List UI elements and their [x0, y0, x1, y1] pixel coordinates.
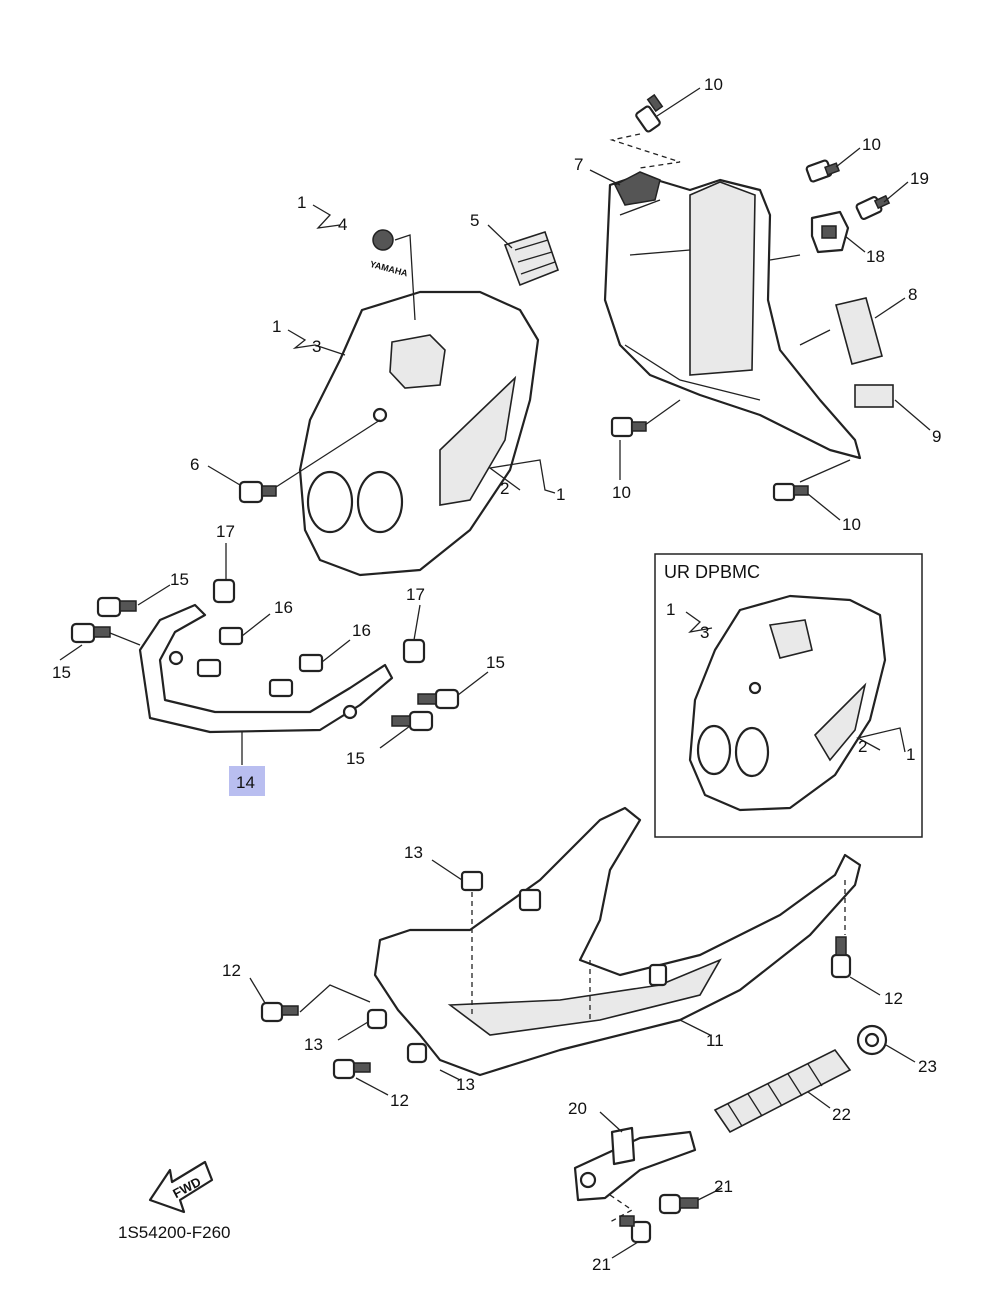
callout-13: 13: [404, 843, 423, 862]
callout-16: 16: [352, 621, 371, 640]
callout-14-highlight: [229, 766, 265, 796]
callout-10: 10: [842, 515, 861, 534]
callout-17: 17: [216, 522, 235, 541]
callout-2: 2: [500, 479, 509, 498]
screw-12-left: [260, 1001, 299, 1023]
callout-23: 23: [918, 1057, 937, 1076]
inset-callout-1: 1: [666, 600, 675, 619]
callout-3: 3: [312, 337, 321, 356]
inset-front-cover-part: [688, 594, 887, 812]
callout-15: 15: [52, 663, 71, 682]
callout-1: 1: [556, 485, 565, 504]
clip-18: [810, 210, 850, 254]
stand-bracket-20: [573, 1126, 697, 1202]
callout-12: 12: [884, 989, 903, 1008]
bolt-15-c: [417, 688, 460, 710]
screw-10-left: [610, 416, 647, 438]
callout-16: 16: [274, 598, 293, 617]
inset-frame: [654, 553, 923, 838]
callout-20: 20: [568, 1099, 587, 1118]
bolt-15-b: [70, 622, 111, 644]
screw-6: [238, 480, 277, 504]
callout-13: 13: [304, 1035, 323, 1054]
rear-leg-shield-part: [603, 171, 862, 460]
bolt-15-d: [391, 710, 434, 732]
callout-1: 1: [272, 317, 281, 336]
front-cover-part: [298, 290, 540, 577]
inset-title: UR DPBMC: [664, 562, 760, 582]
nut-13-low: [406, 1042, 428, 1064]
callout-15: 15: [170, 570, 189, 589]
callout-21: 21: [714, 1177, 733, 1196]
callout-19: 19: [910, 169, 929, 188]
callout-7: 7: [574, 155, 583, 174]
grab-bar-part: [138, 603, 394, 734]
screw-10-top: [635, 93, 664, 133]
inset-callout-1: 1: [906, 745, 915, 764]
callout-10: 10: [862, 135, 881, 154]
spring-22: [713, 1048, 852, 1134]
screw-12-right: [830, 936, 852, 979]
callout-21: 21: [592, 1255, 611, 1274]
bolt-15-a: [96, 596, 137, 618]
callout-8: 8: [908, 285, 917, 304]
callout-11: 11: [706, 1031, 724, 1050]
collar-17-b: [402, 638, 426, 664]
grille-5: [503, 230, 560, 287]
screw-10-bottom: [772, 482, 809, 502]
leader-lines: [59, 87, 931, 1259]
diagram-code: 1S54200-F260: [118, 1223, 230, 1242]
emblem-text: YAMAHA: [369, 259, 409, 279]
screw-10-right: [805, 159, 840, 183]
bolt-21-low: [619, 1215, 652, 1244]
collar-16-b: [268, 653, 324, 698]
callout-12: 12: [222, 961, 241, 980]
callout-10: 10: [704, 75, 723, 94]
collar-16-a: [196, 626, 244, 678]
callout-15: 15: [486, 653, 505, 672]
callout-5: 5: [470, 211, 479, 230]
callout-22: 22: [832, 1105, 851, 1124]
callout-1: 1: [297, 193, 306, 212]
callout-9: 9: [932, 427, 941, 446]
callout-6: 6: [190, 455, 199, 474]
fwd-arrow-icon: [148, 1160, 214, 1214]
clamp-23: [856, 1024, 888, 1056]
collar-17-a: [212, 578, 236, 604]
callout-14: 14: [236, 773, 255, 792]
callout-13: 13: [456, 1075, 475, 1094]
callout-17: 17: [406, 585, 425, 604]
pad-8: [835, 297, 883, 365]
screw-19: [855, 194, 891, 221]
pad-9: [854, 384, 894, 408]
callout-10: 10: [612, 483, 631, 502]
callout-labels: 10 10 19 18 8 9 7 10 10 1 4 5 1 3 6 2 1 …: [52, 75, 941, 1274]
screw-12-low: [332, 1058, 371, 1080]
callout-18: 18: [866, 247, 885, 266]
callout-15: 15: [346, 749, 365, 768]
inset-callout-3: 3: [700, 623, 709, 642]
floor-panel-part: [373, 806, 862, 1077]
bolt-21-right: [658, 1193, 699, 1215]
callout-12: 12: [390, 1091, 409, 1110]
callout-4: 4: [338, 215, 347, 234]
nut-13-top: [460, 870, 484, 892]
fwd-label: FWD: [170, 1174, 203, 1201]
nut-13-mid: [366, 1008, 388, 1030]
inset-callout-2: 2: [858, 737, 867, 756]
